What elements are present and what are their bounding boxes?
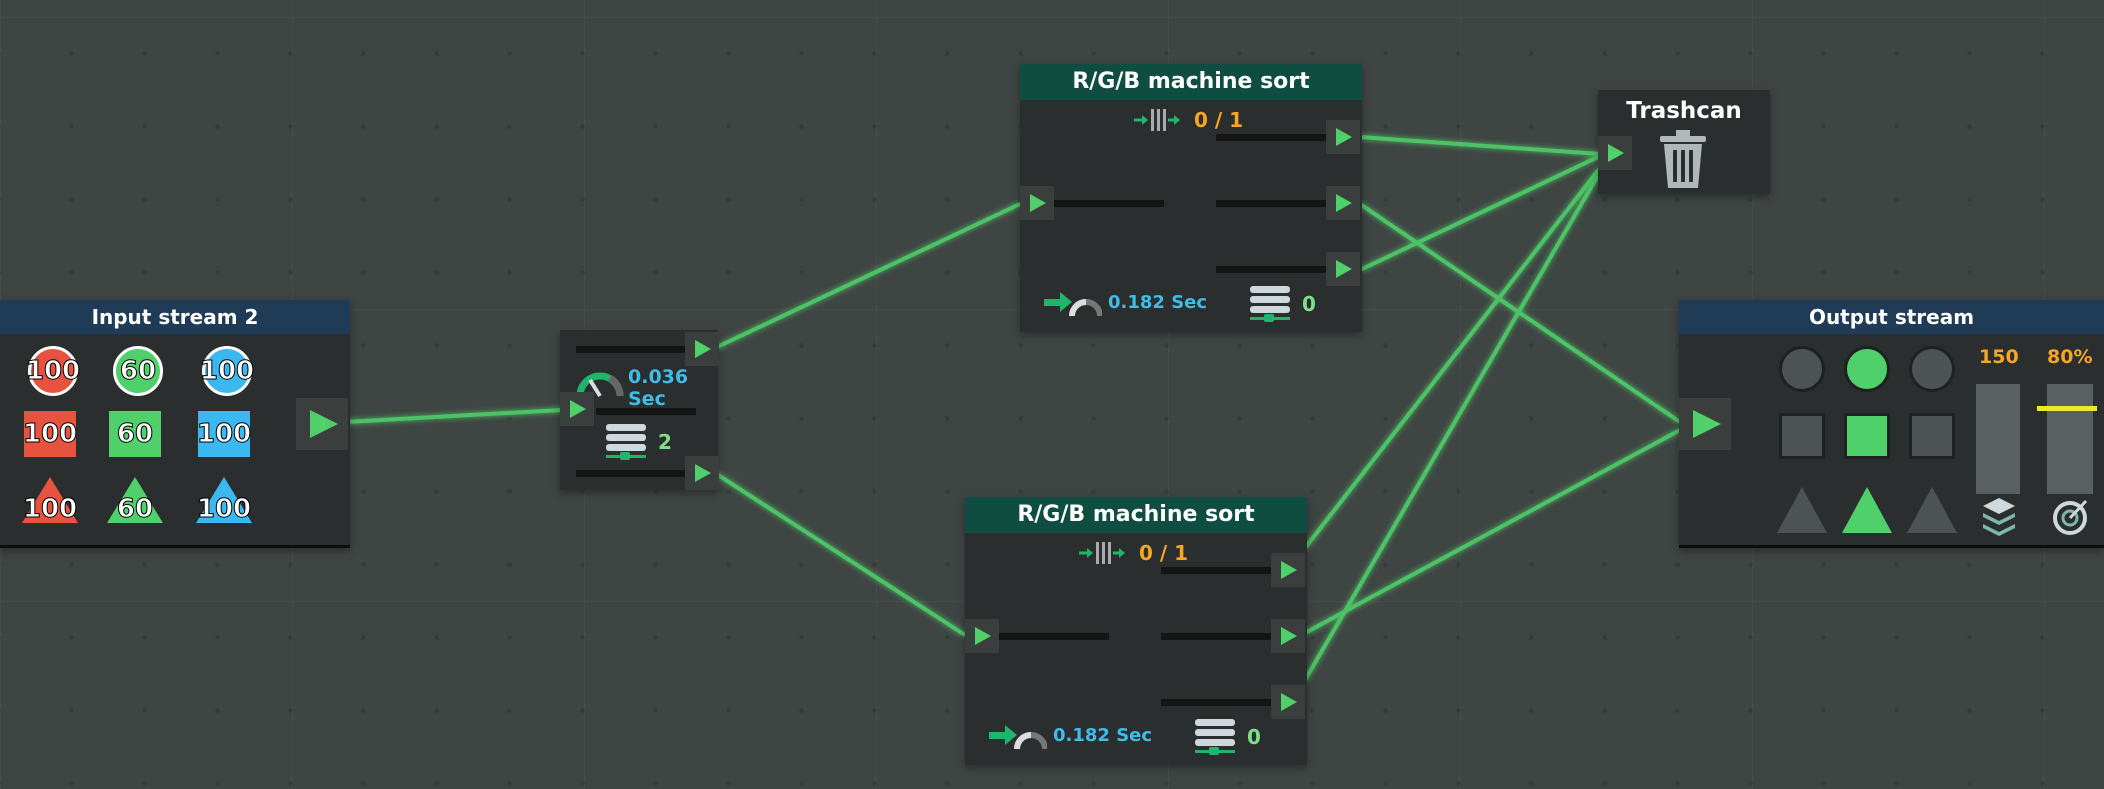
input-stream-node[interactable]: Input stream 2 100 60 100 100 60 100 100 60 100 xyxy=(0,300,350,548)
speed-pump-icon xyxy=(987,719,1048,757)
input-square-1: 100 xyxy=(22,411,78,457)
splitter-stack: 2 xyxy=(658,430,672,454)
sorter-bottom-bar-g xyxy=(1161,633,1277,640)
output-in-port[interactable] xyxy=(1679,398,1731,450)
output-triangle-slot-2 xyxy=(1842,487,1892,533)
input-square-3: 100 xyxy=(196,411,252,457)
stack-icon xyxy=(1248,284,1292,328)
sorter-bottom-in-port[interactable] xyxy=(965,619,999,653)
sorter-top-bar-g xyxy=(1216,200,1332,207)
sorter-top-out-port-b[interactable] xyxy=(1326,252,1360,286)
sorter-top-speed: 0.182 Sec xyxy=(1108,292,1208,313)
output-stream-title: Output stream xyxy=(1679,300,2104,334)
stack-icon xyxy=(1193,717,1237,761)
input-triangle-label-1: 100 xyxy=(22,494,78,525)
output-count: 150 xyxy=(1979,346,2019,368)
sorter-top-out-port-r[interactable] xyxy=(1326,120,1360,154)
sorter-top-title: R/G/B machine sort xyxy=(1020,64,1362,100)
splitter-bar-top xyxy=(576,346,696,353)
target-icon xyxy=(2052,496,2090,540)
splitter-speed: 0.036 Sec xyxy=(628,366,689,410)
output-stream-node[interactable]: Output stream 150 80% xyxy=(1679,300,2104,548)
speed-pump-icon xyxy=(1042,286,1103,324)
sorter-bottom-bar-b xyxy=(1161,699,1277,706)
wire-sortertop-r-to-trash xyxy=(1359,135,1601,156)
splitter-node[interactable]: 0.036 Sec 2 xyxy=(560,330,719,490)
trashcan-title: Trashcan xyxy=(1598,90,1770,130)
input-square-2: 60 xyxy=(109,411,161,457)
target-marker xyxy=(2037,406,2097,411)
output-square-slot-2 xyxy=(1844,413,1890,459)
sorter-bottom-title: R/G/B machine sort xyxy=(965,497,1307,533)
wire-splitter-to-sorter-bottom xyxy=(713,471,967,637)
sorter-bottom-out-port-b[interactable] xyxy=(1271,685,1305,719)
sorter-top-bar-in xyxy=(1052,200,1164,207)
input-triangle-label-2: 60 xyxy=(116,494,154,525)
input-circle-3: 100 xyxy=(199,346,255,396)
output-circle-slot-3 xyxy=(1909,346,1955,392)
output-circle-slot-2 xyxy=(1844,346,1890,392)
trash-icon xyxy=(1658,130,1708,194)
sorter-bottom-bar-r xyxy=(1161,567,1277,574)
output-triangle-slot-3 xyxy=(1907,487,1957,533)
input-circle-1: 100 xyxy=(25,346,81,396)
output-triangle-slot-1 xyxy=(1777,487,1827,533)
speed-gauge-icon xyxy=(574,362,626,404)
splitter-out-port-top[interactable] xyxy=(685,332,719,366)
wire-splitter-to-sorter-top xyxy=(714,202,1021,350)
sorter-node-top[interactable]: R/G/B machine sort 0 / 1 0.182 Sec xyxy=(1020,64,1362,332)
sorter-bottom-out-port-r[interactable] xyxy=(1271,553,1305,587)
output-square-slot-3 xyxy=(1909,413,1955,459)
input-circle-2: 60 xyxy=(113,346,163,396)
input-output-port[interactable] xyxy=(296,398,348,450)
trashcan-node[interactable]: Trashcan xyxy=(1598,90,1770,194)
splitter-out-port-bottom[interactable] xyxy=(685,456,719,490)
sorter-bottom-bar-in xyxy=(997,633,1109,640)
splitter-bar-bottom xyxy=(576,470,696,477)
output-square-slot-1 xyxy=(1779,413,1825,459)
layers-icon xyxy=(1981,496,2017,540)
input-stream-title: Input stream 2 xyxy=(0,300,350,334)
splitter-bar-mid xyxy=(596,408,696,415)
splitter-in-port[interactable] xyxy=(560,392,594,426)
sorter-top-capacity: 0 / 1 xyxy=(1194,108,1244,132)
sorter-top-bar-b xyxy=(1216,266,1332,273)
output-circle-slot-1 xyxy=(1779,346,1825,392)
wire-input-to-splitter xyxy=(344,408,563,424)
input-triangle-label-3: 100 xyxy=(196,494,252,525)
output-count-bar xyxy=(1976,384,2020,494)
wire-sortertop-g-to-output xyxy=(1358,202,1682,424)
sorter-top-out-port-g[interactable] xyxy=(1326,186,1360,220)
sorter-bottom-speed: 0.182 Sec xyxy=(1053,725,1153,746)
sorter-bottom-stack: 0 xyxy=(1247,725,1261,749)
sorter-node-bottom[interactable]: R/G/B machine sort 0 / 1 0.182 Sec xyxy=(965,497,1307,765)
sorter-top-in-port[interactable] xyxy=(1020,186,1054,220)
trashcan-in-port[interactable] xyxy=(1598,136,1632,170)
output-target-bar xyxy=(2037,384,2097,494)
sorter-top-stack: 0 xyxy=(1302,292,1316,316)
sorter-bottom-capacity: 0 / 1 xyxy=(1139,541,1189,565)
buffer-icon xyxy=(1132,106,1182,138)
output-percent: 80% xyxy=(2047,346,2093,368)
wire-sortertop-b-to-trash xyxy=(1359,154,1601,272)
sorter-bottom-out-port-g[interactable] xyxy=(1271,619,1305,653)
wire-sorterbottom-g-to-output xyxy=(1304,428,1681,635)
stack-icon xyxy=(604,422,648,466)
buffer-icon xyxy=(1077,539,1127,571)
sorter-top-bar-r xyxy=(1216,134,1332,141)
